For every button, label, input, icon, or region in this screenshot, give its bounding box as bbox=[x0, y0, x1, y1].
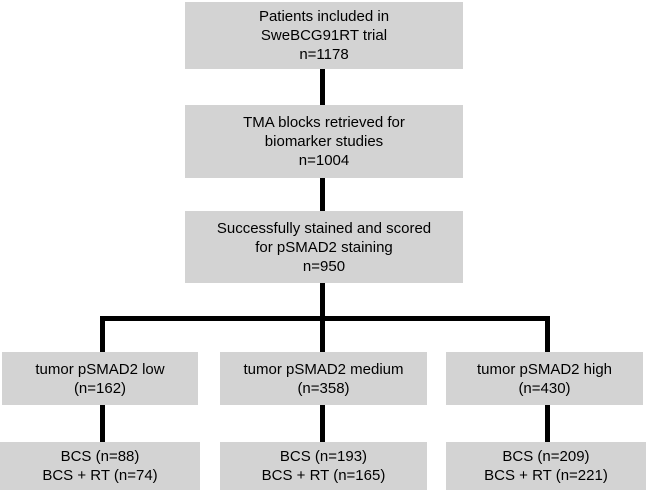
node-high-arms-bcs: BCS (n=209) bbox=[502, 448, 590, 465]
node-trial-count: n=1178 bbox=[299, 46, 349, 63]
node-tma-line1: TMA blocks retrieved for bbox=[243, 114, 405, 131]
node-low-arms-bcs-rt: BCS + RT (n=74) bbox=[42, 467, 158, 484]
connector-low-to-arms bbox=[100, 404, 105, 443]
node-trial-line1: Patients included in bbox=[258, 8, 390, 25]
connector-branch-horizontal bbox=[100, 316, 550, 321]
node-psmad2-medium-count: (n=358) bbox=[297, 379, 350, 397]
node-psmad2-low: tumor pSMAD2 low (n=162) bbox=[2, 352, 198, 405]
connector-drop-low bbox=[100, 318, 105, 352]
node-trial: Patients included in SweBCG91RT trial n=… bbox=[185, 2, 463, 69]
node-low-arms: BCS (n=88) BCS + RT (n=74) bbox=[0, 442, 200, 490]
connector-tma-to-stained bbox=[320, 176, 325, 213]
node-medium-arms-bcs: BCS (n=193) bbox=[279, 448, 368, 465]
node-psmad2-low-label: tumor pSMAD2 low bbox=[35, 360, 165, 378]
node-tma-count: n=1004 bbox=[298, 152, 350, 169]
node-stained-count: n=950 bbox=[302, 257, 346, 275]
connector-drop-high bbox=[545, 318, 550, 352]
node-medium-arms-bcs-rt: BCS + RT (n=165) bbox=[261, 467, 386, 484]
node-psmad2-medium-label: tumor pSMAD2 medium bbox=[243, 360, 404, 378]
node-medium-arms: BCS (n=193) BCS + RT (n=165) bbox=[220, 442, 427, 490]
node-high-arms: BCS (n=209) BCS + RT (n=221) bbox=[446, 442, 646, 490]
node-stained-line2: for pSMAD2 staining bbox=[255, 238, 393, 256]
node-psmad2-high-label: tumor pSMAD2 high bbox=[476, 360, 613, 378]
node-low-arms-bcs: BCS (n=88) bbox=[60, 448, 140, 465]
node-tma: TMA blocks retrieved for biomarker studi… bbox=[185, 105, 463, 178]
connector-trial-to-tma bbox=[320, 68, 325, 107]
node-psmad2-low-count: (n=162) bbox=[73, 379, 127, 397]
connector-medium-to-arms bbox=[320, 404, 325, 443]
connector-high-to-arms bbox=[545, 404, 550, 443]
node-trial-line2: SweBCG91RT trial bbox=[260, 27, 388, 44]
node-psmad2-high: tumor pSMAD2 high (n=430) bbox=[446, 352, 643, 405]
node-tma-line2: biomarker studies bbox=[264, 133, 384, 150]
node-high-arms-bcs-rt: BCS + RT (n=221) bbox=[484, 467, 608, 484]
node-stained-line1: Successfully stained and scored bbox=[216, 219, 432, 237]
node-stained: Successfully stained and scored for pSMA… bbox=[185, 211, 463, 283]
node-psmad2-high-count: (n=430) bbox=[518, 379, 571, 397]
node-psmad2-medium: tumor pSMAD2 medium (n=358) bbox=[220, 352, 427, 405]
